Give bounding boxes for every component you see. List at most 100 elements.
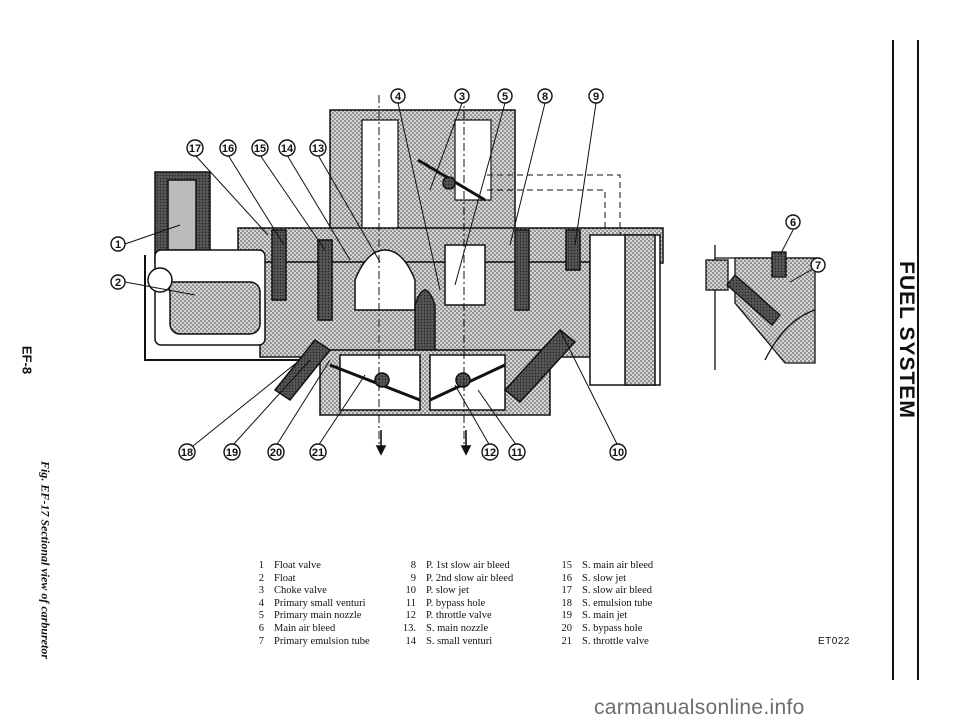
svg-text:9: 9 <box>593 91 599 103</box>
callout-17: 17 <box>186 139 204 157</box>
legend-item-label: Primary emulsion tube <box>274 635 370 647</box>
legend-item-number: 2 <box>258 572 264 584</box>
legend-item-number: 10 <box>405 585 417 597</box>
legend-item: 14 S. small venturi <box>400 636 513 649</box>
legend-item-number: 1 <box>258 560 264 571</box>
legend-item-label: S. slow air bleed <box>582 585 652 597</box>
legend-item: 11 P. bypass hole <box>400 598 513 611</box>
legend-item: 7 Primary emulsion tube <box>256 636 370 649</box>
legend-item-label: Float <box>274 572 296 584</box>
legend-item-number: 3 <box>258 585 264 597</box>
legend-item-number: 21 <box>561 635 573 647</box>
callout-11: 11 <box>508 443 526 461</box>
legend-item-number: 13. <box>402 622 416 634</box>
callout-6: 6 <box>785 214 801 230</box>
callout-5: 5 <box>497 88 513 104</box>
legend-item-label: P. 1st slow air bleed <box>426 560 510 571</box>
legend-item-number: 19 <box>561 610 573 622</box>
callout-18: 18 <box>178 443 196 461</box>
svg-text:19: 19 <box>226 447 238 459</box>
legend-item-number: 7 <box>258 635 264 647</box>
legend-item-label: P. 2nd slow air bleed <box>426 572 514 584</box>
callout-12: 12 <box>481 443 499 461</box>
figure-code: ET022 <box>818 636 850 647</box>
legend-item-label: S. main nozzle <box>426 622 489 634</box>
legend-item-number: 17 <box>561 585 573 597</box>
callout-7: 7 <box>810 257 826 273</box>
legend-item-label: S. small venturi <box>426 635 493 647</box>
svg-text:5: 5 <box>502 91 508 103</box>
legend-item: 15 S. main air bleed <box>556 560 654 573</box>
legend-item-number: 4 <box>258 597 264 609</box>
legend-item: 1 Float valve <box>256 560 370 573</box>
callout-14: 14 <box>278 139 296 157</box>
legend-item-number: 12 <box>405 610 417 622</box>
svg-text:4: 4 <box>395 91 402 103</box>
callout-4: 4 <box>390 88 406 104</box>
callout-15: 15 <box>251 139 269 157</box>
legend-item-label: Primary main nozzle <box>274 610 362 622</box>
legend-item-label: S. main air bleed <box>582 560 654 571</box>
legend-item-number: 6 <box>258 622 264 634</box>
legend-item-label: S. slow jet <box>582 572 627 584</box>
callout-2: 2 <box>110 274 126 290</box>
legend-item-number: 18 <box>561 597 573 609</box>
callout-20: 20 <box>267 443 285 461</box>
svg-text:10: 10 <box>612 447 624 459</box>
svg-text:6: 6 <box>790 217 796 229</box>
legend-item-label: S. throttle valve <box>582 635 649 647</box>
watermark: carmanualsonline.info <box>594 696 805 719</box>
svg-text:12: 12 <box>484 447 496 459</box>
callout-16: 16 <box>219 139 237 157</box>
legend-item-number: 11 <box>405 597 416 609</box>
legend-item-number: 9 <box>410 572 416 584</box>
legend-item-number: 14 <box>405 635 417 647</box>
svg-text:1: 1 <box>115 239 121 251</box>
svg-text:21: 21 <box>312 447 324 459</box>
legend-item: 17 S. slow air bleed <box>556 585 653 598</box>
callout-19: 19 <box>223 443 241 461</box>
svg-text:8: 8 <box>542 91 548 103</box>
svg-text:2: 2 <box>115 277 121 289</box>
legend-item: 9 P. 2nd slow air bleed <box>400 573 513 586</box>
legend-item-label: P. throttle valve <box>426 610 492 622</box>
flow-arrows <box>375 430 472 456</box>
legend-item: 13. S. main nozzle <box>400 623 513 636</box>
legend-item: 12 P. throttle valve <box>400 610 513 623</box>
legend-item: 19 S. main jet <box>556 610 653 623</box>
callout-21: 21 <box>309 443 327 461</box>
svg-text:17: 17 <box>189 143 201 155</box>
callout-9: 9 <box>588 88 604 104</box>
legend-item-number: 15 <box>561 560 573 571</box>
callout-13: 13 <box>309 139 327 157</box>
legend-item-number: 20 <box>561 622 573 634</box>
svg-text:15: 15 <box>254 143 266 155</box>
legend-item-label: S. main jet <box>582 610 628 622</box>
legend-list: 8 P. 1st slow air bleed 9 P. 2nd slow air b… <box>400 560 513 648</box>
centre-lines <box>378 95 465 450</box>
legend-item-number: 16 <box>561 572 573 584</box>
legend-item-label: P. bypass hole <box>426 597 486 609</box>
legend-item-number: 8 <box>410 560 416 571</box>
svg-text:16: 16 <box>222 143 234 155</box>
legend-item-label: P. slow jet <box>426 585 469 597</box>
legend-item: 3 Choke valve <box>256 585 370 598</box>
legend-item: 10 P. slow jet <box>400 585 513 598</box>
inset-detail-main-air-bleed <box>705 245 820 370</box>
legend-item: 21 S. throttle valve <box>556 636 653 649</box>
svg-text:11: 11 <box>511 447 523 459</box>
legend-item-label: Float valve <box>274 560 321 571</box>
legend-item-label: Choke valve <box>274 585 327 597</box>
legend-item: 2 Float <box>256 573 370 586</box>
svg-text:3: 3 <box>459 91 465 103</box>
callout-8: 8 <box>537 88 553 104</box>
